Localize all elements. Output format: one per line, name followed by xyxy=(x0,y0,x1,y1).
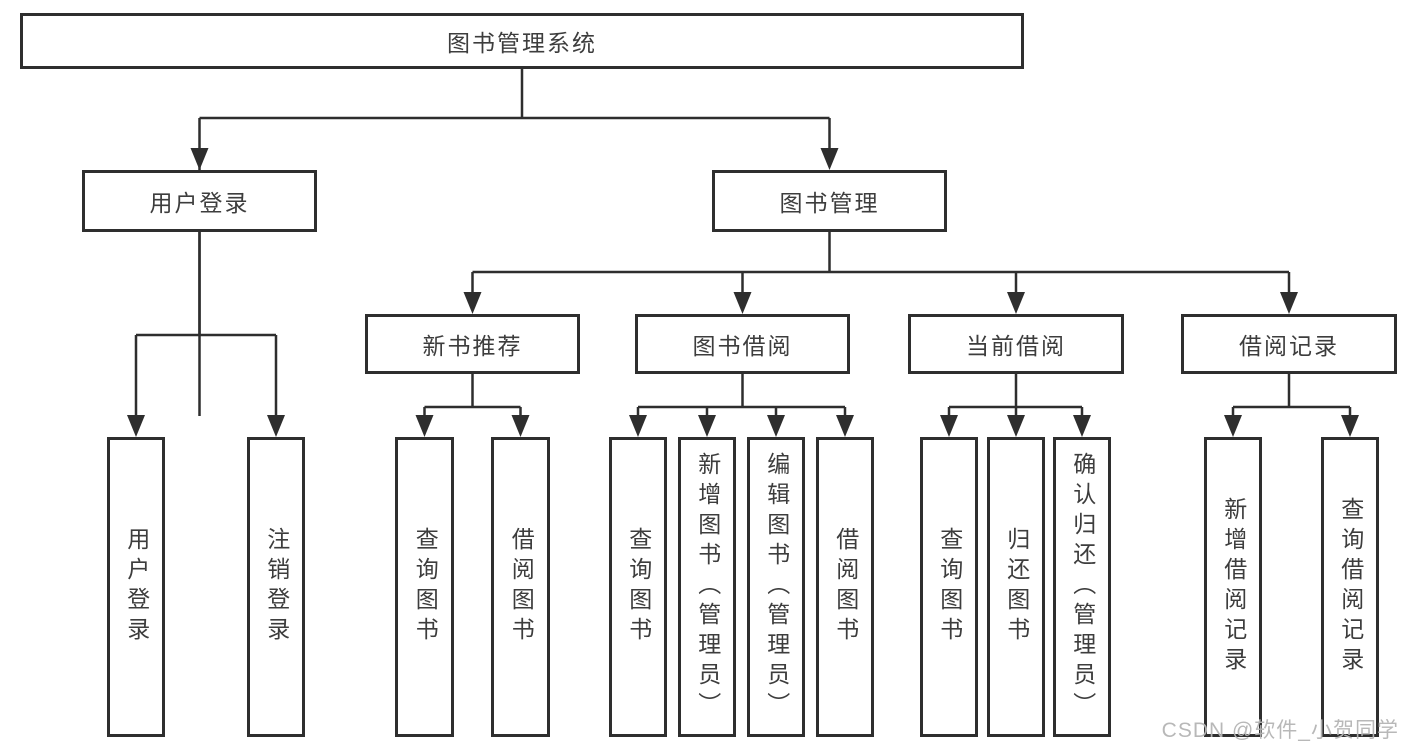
node-current-borrowing: 当前借阅 xyxy=(908,314,1124,374)
node-new-book-recommendation-label: 新书推荐 xyxy=(422,333,523,359)
leaf-borrow-books-borrowing-label: 借阅图书 xyxy=(832,527,859,647)
node-current-borrowing-label: 当前借阅 xyxy=(966,333,1066,359)
leaf-confirm-return-admin-label: 确认归还（管理员） xyxy=(1069,452,1096,722)
node-borrowing-records-label: 借阅记录 xyxy=(1239,333,1339,359)
node-user-login-label: 用户登录 xyxy=(149,190,250,216)
leaf-user-login: 用户登录 xyxy=(107,437,165,737)
leaf-logout-login: 注销登录 xyxy=(247,437,305,737)
leaf-edit-book-admin-label: 编辑图书（管理员） xyxy=(763,452,790,722)
leaf-add-borrow-record: 新增借阅记录 xyxy=(1204,437,1262,737)
node-book-borrowing: 图书借阅 xyxy=(635,314,850,374)
leaf-borrow-books-recommend: 借阅图书 xyxy=(491,437,550,737)
leaf-return-books-label: 归还图书 xyxy=(1003,527,1030,647)
leaf-query-books-current: 查询图书 xyxy=(920,437,978,737)
leaf-query-books-borrowing-label: 查询图书 xyxy=(625,527,652,647)
leaf-edit-book-admin: 编辑图书（管理员） xyxy=(747,437,805,737)
leaf-logout-login-label: 注销登录 xyxy=(263,527,290,647)
node-borrowing-records: 借阅记录 xyxy=(1181,314,1397,374)
watermark: CSDN @软件_小贺同学 xyxy=(1161,719,1399,742)
leaf-confirm-return-admin: 确认归还（管理员） xyxy=(1053,437,1111,737)
leaf-query-books-recommend: 查询图书 xyxy=(395,437,454,737)
leaf-borrow-books-borrowing: 借阅图书 xyxy=(816,437,874,737)
node-user-login: 用户登录 xyxy=(82,170,317,232)
node-book-borrowing-label: 图书借阅 xyxy=(692,333,793,359)
node-library-system-label: 图书管理系统 xyxy=(447,30,597,56)
node-book-management: 图书管理 xyxy=(712,170,947,232)
leaf-query-books-recommend-label: 查询图书 xyxy=(412,527,439,647)
leaf-add-book-admin-label: 新增图书（管理员） xyxy=(694,452,721,722)
leaf-add-borrow-record-label: 新增借阅记录 xyxy=(1220,497,1247,677)
leaf-add-book-admin: 新增图书（管理员） xyxy=(678,437,736,737)
leaf-query-books-borrowing: 查询图书 xyxy=(609,437,667,737)
node-library-system: 图书管理系统 xyxy=(20,13,1024,69)
leaf-query-books-current-label: 查询图书 xyxy=(936,527,963,647)
leaf-query-borrow-record-label: 查询借阅记录 xyxy=(1337,497,1364,677)
leaf-user-login-label: 用户登录 xyxy=(123,527,150,647)
node-new-book-recommendation: 新书推荐 xyxy=(365,314,580,374)
leaf-query-borrow-record: 查询借阅记录 xyxy=(1321,437,1379,737)
leaf-return-books: 归还图书 xyxy=(987,437,1045,737)
node-book-management-label: 图书管理 xyxy=(779,190,880,216)
leaf-borrow-books-recommend-label: 借阅图书 xyxy=(508,527,535,647)
